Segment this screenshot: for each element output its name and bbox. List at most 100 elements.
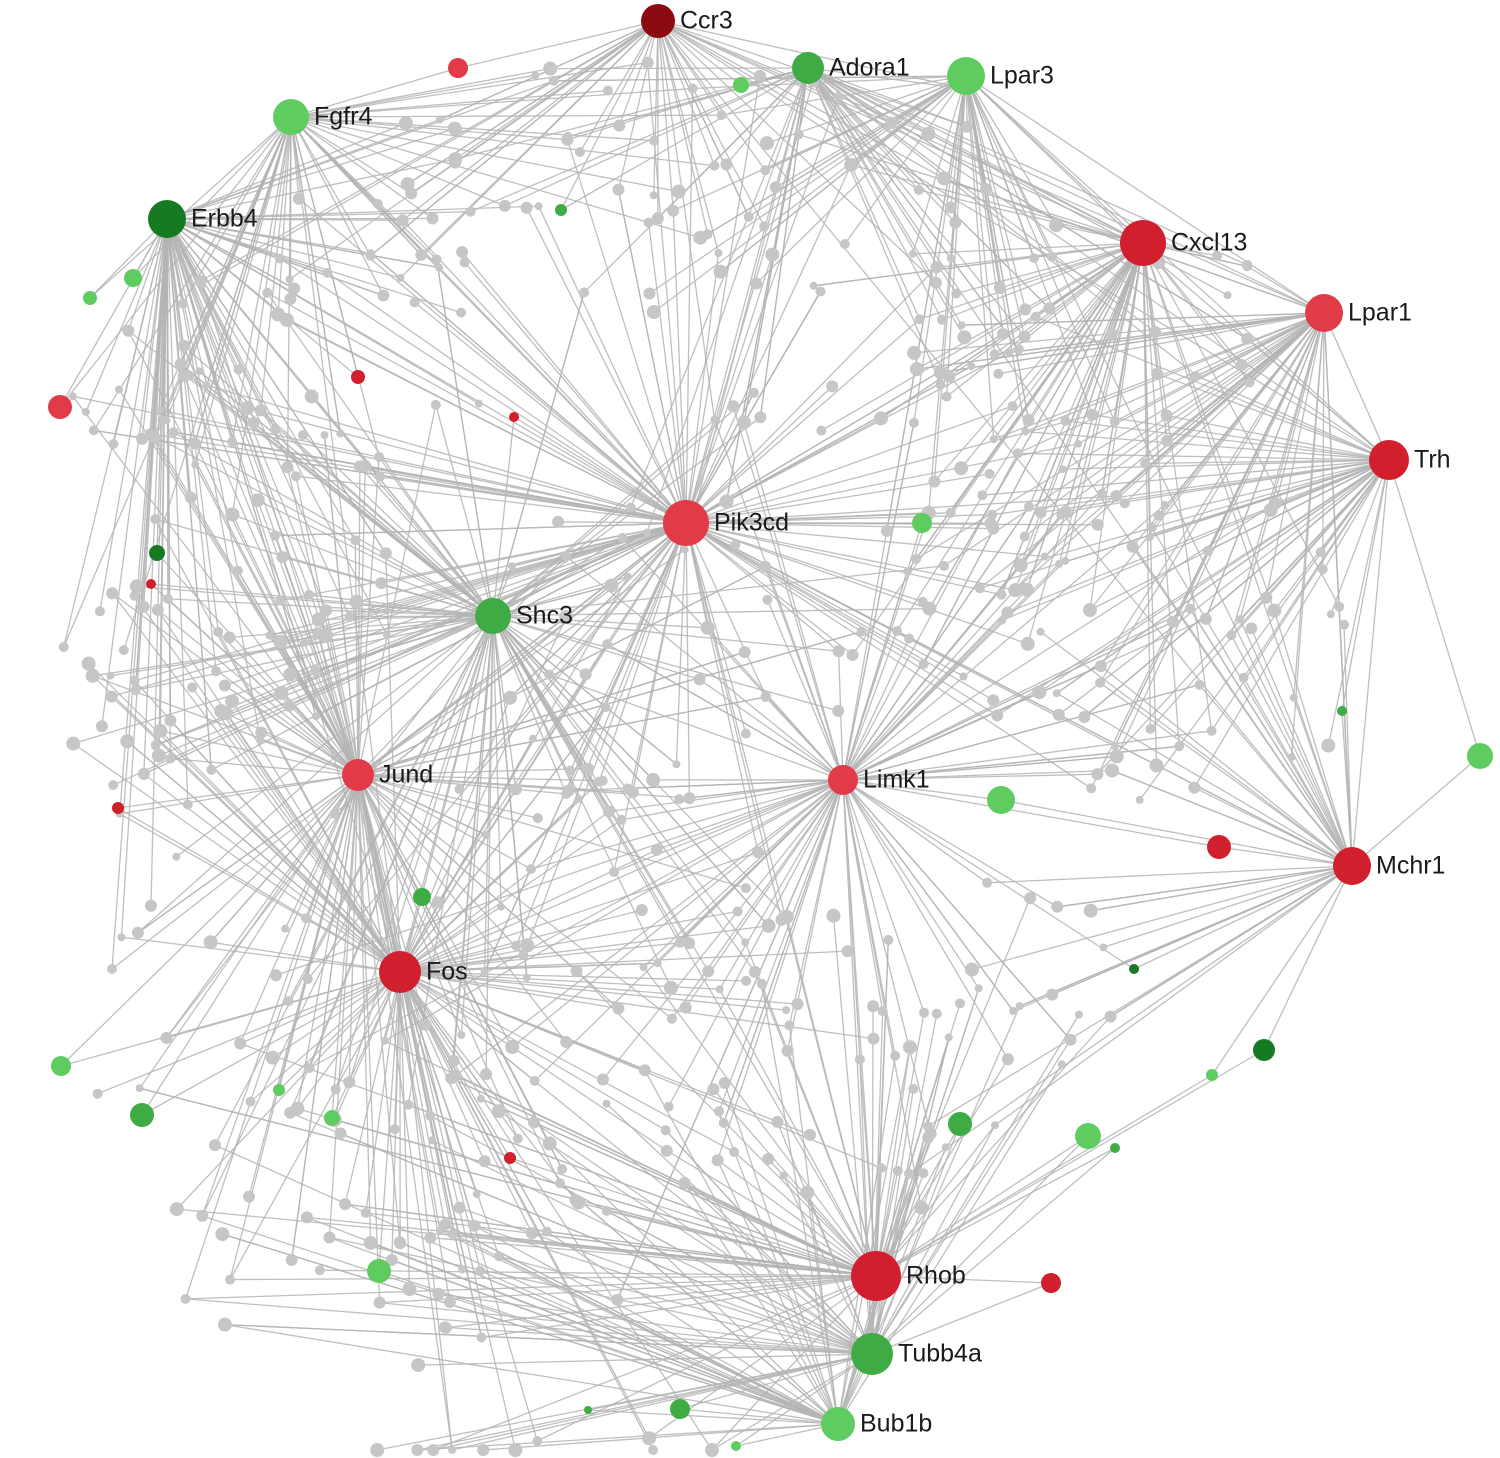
minor-node	[508, 562, 516, 571]
network-edge	[807, 67, 943, 321]
minor-node	[107, 964, 117, 974]
network-edge	[1099, 682, 1353, 867]
minor-node	[1149, 758, 1164, 773]
network-edge	[842, 621, 1174, 781]
minor-node	[582, 762, 594, 775]
network-edge	[707, 75, 967, 235]
network-edge	[309, 594, 494, 617]
hub-edge	[685, 522, 877, 1277]
minor-node	[534, 202, 543, 211]
network-edge	[357, 774, 561, 1184]
minor-node	[94, 606, 105, 617]
minor-node	[137, 600, 150, 613]
network-edge	[260, 116, 292, 411]
gene-node	[670, 1399, 690, 1419]
network-edge	[492, 392, 755, 617]
minor-node	[379, 547, 392, 560]
minor-node	[876, 1163, 887, 1173]
network-edge	[761, 983, 839, 1425]
network-edge	[837, 1047, 911, 1425]
minor-node	[867, 1000, 880, 1013]
network-edge	[399, 810, 610, 973]
minor-node	[1047, 251, 1057, 262]
minor-node	[1105, 327, 1118, 340]
network-edge	[608, 779, 844, 813]
minor-node	[991, 1121, 999, 1130]
network-edge	[399, 971, 713, 1451]
minor-node	[1074, 439, 1083, 448]
minor-node	[300, 1211, 313, 1224]
network-edge	[716, 779, 844, 1161]
gene-node	[733, 77, 749, 93]
minor-node	[491, 1104, 506, 1119]
network-edge	[275, 779, 844, 976]
minor-node	[291, 471, 301, 482]
minor-node	[793, 129, 804, 140]
minor-node	[225, 694, 240, 709]
minor-node	[904, 1168, 914, 1179]
minor-node	[1083, 603, 1097, 617]
network-edge	[127, 218, 168, 331]
network-edge	[290, 67, 551, 118]
network-edge	[913, 75, 967, 423]
minor-node	[288, 282, 301, 295]
minor-node	[184, 370, 195, 381]
minor-node	[651, 212, 664, 225]
network-edge	[166, 118, 441, 220]
minor-node	[760, 165, 771, 176]
network-edge	[807, 67, 1248, 266]
network-edge	[653, 20, 659, 196]
network-edge	[718, 779, 844, 1112]
network-edge	[668, 779, 844, 1107]
minor-node	[784, 1020, 795, 1031]
network-edge	[357, 774, 524, 956]
minor-node	[427, 1444, 440, 1456]
network-edge	[982, 459, 1390, 496]
hub-node-tubb4a: Tubb4a	[851, 1333, 982, 1375]
minor-node	[58, 642, 69, 652]
minor-node	[672, 760, 681, 769]
network-edge	[560, 67, 809, 211]
network-edge	[617, 189, 687, 524]
hub-node-circle	[792, 52, 824, 84]
network-edge	[996, 459, 1390, 716]
network-edge	[871, 1147, 1116, 1355]
minor-node	[1019, 531, 1030, 542]
minor-node	[265, 631, 274, 640]
network-edge	[1008, 242, 1144, 354]
network-edge	[842, 638, 910, 781]
minor-node	[741, 975, 752, 986]
minor-node	[714, 1106, 724, 1117]
network-edge	[357, 630, 862, 776]
minor-node	[1151, 367, 1164, 380]
hub-node-rhob: Rhob	[851, 1251, 966, 1301]
network-edge	[492, 615, 708, 629]
minor-node	[579, 668, 592, 681]
minor-node	[1046, 988, 1059, 1001]
network-edge	[266, 292, 687, 524]
minor-node	[816, 425, 827, 436]
minor-node	[477, 1444, 490, 1456]
network-edge	[59, 218, 168, 408]
network-edge	[1341, 459, 1390, 712]
hub-node-jund: Jund	[342, 759, 433, 791]
network-edge	[685, 522, 1002, 596]
network-edge	[1151, 527, 1353, 867]
minor-node	[623, 572, 632, 581]
network-edge	[239, 774, 359, 1044]
network-edge	[290, 116, 506, 207]
network-edge	[290, 67, 459, 118]
network-edge	[657, 20, 716, 166]
minor-node	[411, 1358, 426, 1373]
network-edge	[842, 779, 1058, 908]
minor-node	[81, 656, 96, 671]
minor-node	[1146, 522, 1157, 533]
minor-node	[1202, 545, 1213, 556]
network-edge	[127, 330, 359, 776]
minor-node	[738, 646, 751, 659]
minor-node	[601, 1205, 612, 1216]
minor-node	[528, 734, 537, 743]
minor-node	[718, 1077, 731, 1089]
minor-node	[339, 1198, 352, 1211]
network-edge	[166, 218, 401, 279]
